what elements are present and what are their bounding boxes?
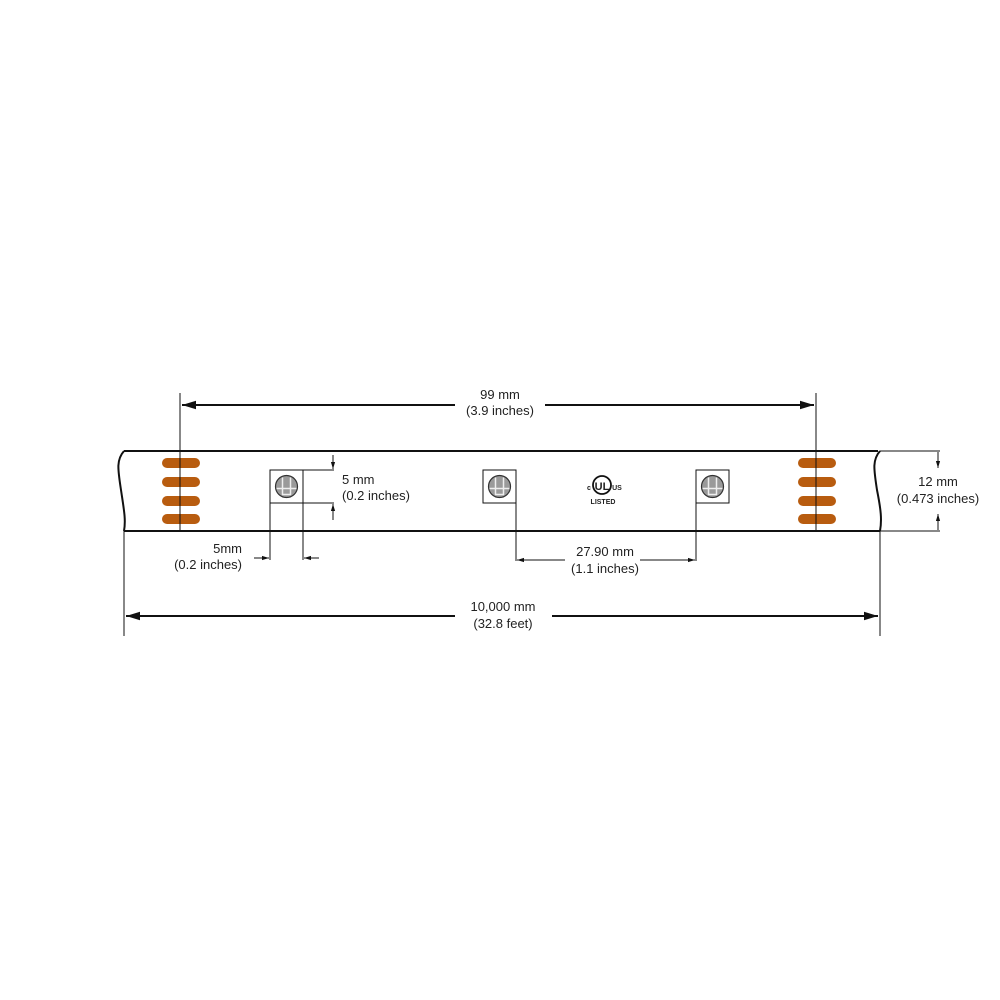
led-height-metric: 5 mm: [342, 472, 375, 487]
dimension-strip-length: 10,000 mm (32.8 feet): [123, 531, 881, 636]
strip-length-metric: 10,000 mm: [470, 599, 535, 614]
cut-spacing-imperial: (3.9 inches): [466, 403, 534, 418]
led-emitter: [487, 474, 512, 499]
ul-listed-logo: UL c US LISTED: [587, 475, 622, 506]
solder-pad: [798, 496, 836, 506]
ul-listed: LISTED: [591, 499, 616, 506]
solder-pad: [798, 458, 836, 468]
solder-pad: [162, 458, 200, 468]
ul-mark: UL: [595, 481, 610, 493]
solder-pad: [162, 514, 200, 524]
solder-pad: [798, 514, 836, 524]
led-height-imperial: (0.2 inches): [342, 488, 410, 503]
dimension-led-height: 5 mm (0.2 inches): [303, 455, 410, 520]
led-chip: [695, 469, 730, 504]
strip-length-imperial: (32.8 feet): [473, 616, 532, 631]
solder-pad: [798, 477, 836, 487]
solder-pad: [162, 477, 200, 487]
led-emitter: [700, 474, 725, 499]
ul-c: c: [587, 485, 591, 492]
led-width-imperial: (0.2 inches): [174, 557, 242, 572]
strip-left-cut: [117, 450, 126, 532]
led-pitch-imperial: (1.1 inches): [571, 561, 639, 576]
led-strip: [117, 450, 882, 532]
dimension-strip-width: 12 mm (0.473 inches): [880, 450, 979, 532]
strip-width-metric: 12 mm: [918, 474, 958, 489]
solder-pads: [162, 458, 836, 524]
led-width-metric: 5mm: [213, 541, 242, 556]
led-chip: [482, 469, 517, 504]
dimension-led-pitch: 27.90 mm (1.1 inches): [515, 503, 697, 576]
ul-us: US: [612, 485, 622, 492]
dimension-cut-spacing: 99 mm (3.9 inches): [182, 387, 814, 418]
dimension-led-width: 5mm (0.2 inches): [174, 503, 319, 572]
led-pitch-metric: 27.90 mm: [576, 544, 634, 559]
leds: [269, 469, 730, 504]
strip-width-imperial: (0.473 inches): [897, 491, 979, 506]
led-emitter: [274, 474, 299, 499]
cut-spacing-metric: 99 mm: [480, 387, 520, 402]
solder-pad: [162, 496, 200, 506]
strip-right-cut: [873, 450, 882, 532]
led-chip: [269, 469, 304, 504]
